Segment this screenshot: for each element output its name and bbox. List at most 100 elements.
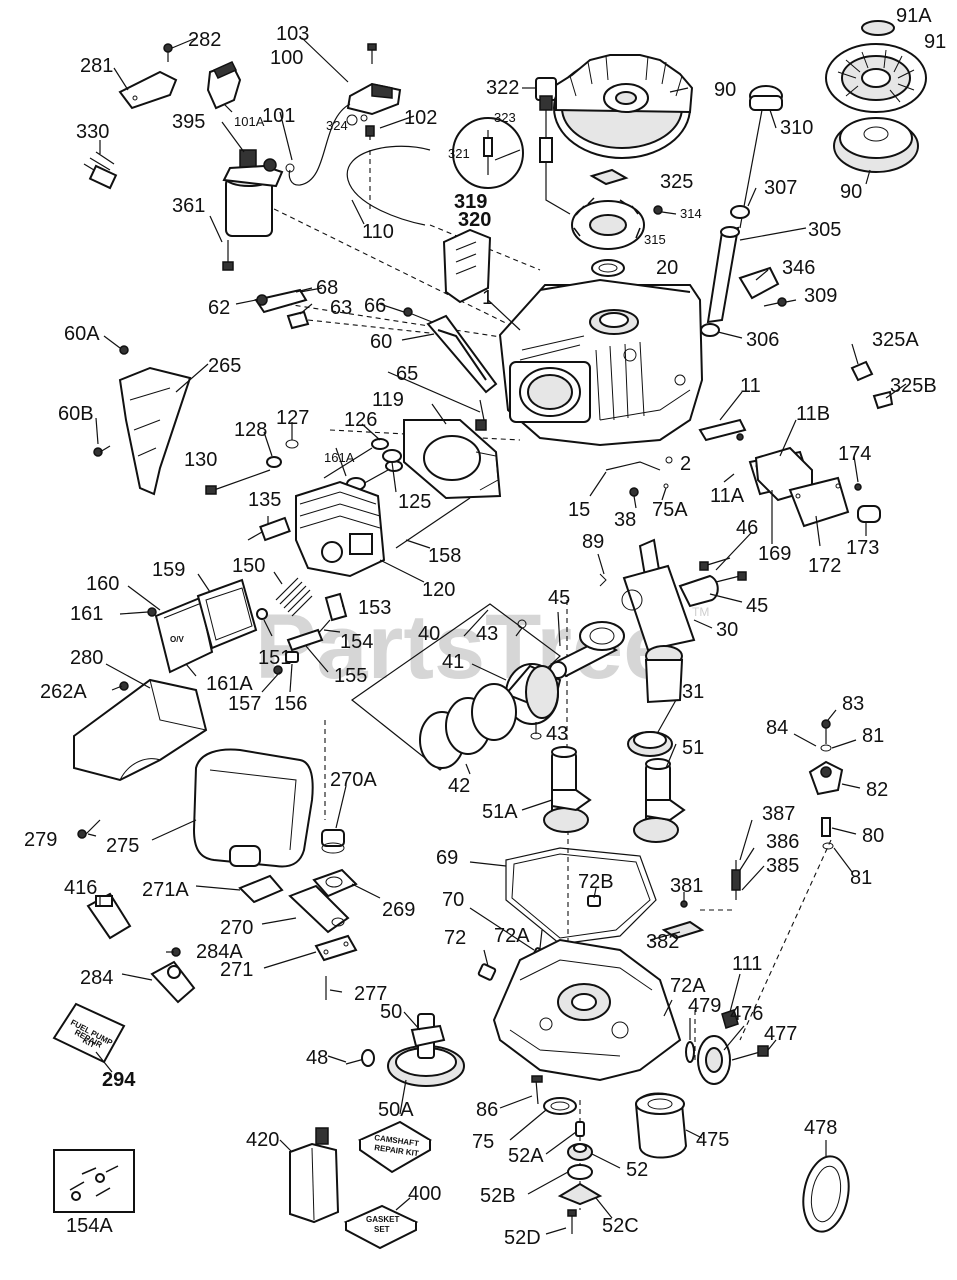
wire-connector-330 (83, 151, 118, 190)
label-477: 477 (764, 1023, 797, 1045)
label-43-bottom: 43 (546, 723, 568, 745)
label-84: 84 (766, 717, 788, 739)
dipstick-310 (739, 85, 783, 229)
label-330: 330 (76, 121, 109, 143)
sensor-416 (86, 892, 132, 940)
label-127: 127 (276, 407, 309, 429)
connector-322 (535, 77, 571, 215)
fuel-pump-kit-294: FUEL PUMP REPAIR KIT (52, 1002, 126, 1064)
label-315: 315 (644, 232, 666, 247)
gasket-270A (321, 829, 345, 854)
pin-75A (663, 483, 669, 489)
label-284: 284 (80, 967, 113, 989)
label-2: 2 (680, 453, 691, 475)
label-346: 346 (782, 257, 815, 279)
label-361: 361 (172, 195, 205, 217)
label-41: 41 (442, 651, 464, 673)
label-306: 306 (746, 329, 779, 351)
label-320: 320 (458, 209, 491, 231)
label-40: 40 (418, 623, 440, 645)
plug-173 (857, 505, 881, 523)
label-101A: 101A (234, 114, 265, 129)
balance-shaft-51A (543, 746, 592, 833)
screw-174 (854, 483, 862, 491)
connecting-rod-45 (549, 621, 625, 679)
label-52A: 52A (508, 1145, 544, 1167)
flange-271 (314, 934, 358, 962)
gasket-11 (698, 418, 747, 442)
label-322: 322 (486, 77, 519, 99)
label-416: 416 (64, 877, 97, 899)
label-382: 382 (646, 931, 679, 953)
crankshaft-30 (621, 538, 696, 704)
spring-150 (275, 577, 313, 617)
label-323: 323 (494, 110, 516, 125)
head-gasket-119 (403, 419, 502, 500)
bolt-130 (205, 469, 271, 495)
label-75: 75 (472, 1131, 494, 1153)
label-100: 100 (270, 47, 303, 69)
label-270: 270 (220, 917, 253, 939)
bolt-65 (475, 399, 487, 431)
label-271: 271 (220, 959, 253, 981)
rocker-153 (324, 592, 348, 622)
screw-309 (763, 297, 787, 307)
label-307: 307 (764, 177, 797, 199)
o-ring-306 (700, 323, 720, 337)
label-15: 15 (568, 499, 590, 521)
label-81-top: 81 (862, 725, 884, 747)
label-102: 102 (404, 107, 437, 129)
label-325B: 325B (890, 375, 937, 397)
label-386: 386 (766, 831, 799, 853)
pipe-270 (288, 884, 350, 934)
label-277: 277 (354, 983, 387, 1005)
label-395: 395 (172, 111, 205, 133)
label-158: 158 (428, 545, 461, 567)
label-91: 91 (924, 31, 946, 53)
screw-161 (147, 607, 157, 617)
label-381: 381 (670, 875, 703, 897)
label-80: 80 (862, 825, 884, 847)
gasket-set-text-2: SET (374, 1225, 390, 1234)
label-161: 161 (70, 603, 103, 625)
pushrod-158 (395, 497, 471, 549)
label-86: 86 (476, 1099, 498, 1121)
plate-320 (442, 228, 492, 304)
washer-81b (822, 842, 834, 850)
label-420: 420 (246, 1129, 279, 1151)
plug-72 (477, 963, 497, 981)
starter-motor-395 (222, 149, 284, 237)
bolt-477 (731, 1045, 769, 1061)
label-72: 72 (444, 927, 466, 949)
ignition-module-100 (285, 82, 402, 186)
air-guide-265 (118, 366, 192, 496)
gasket-set-text-1: GASKET (366, 1215, 399, 1224)
label-400: 400 (408, 1183, 441, 1205)
label-81-bottom: 81 (850, 867, 872, 889)
label-161A-valve: 161A (324, 450, 355, 465)
label-11: 11 (740, 375, 761, 397)
label-60: 60 (370, 331, 392, 353)
label-150: 150 (232, 555, 265, 577)
label-262A: 262A (40, 681, 87, 703)
oil-bottle-420 (289, 1127, 340, 1224)
bracket-62 (254, 287, 323, 314)
bolts-46 (699, 557, 747, 583)
stator-315 (571, 197, 645, 250)
bracket-346 (738, 266, 780, 300)
fan-91 (825, 43, 927, 113)
oring-479 (685, 1041, 695, 1063)
label-321: 321 (448, 146, 470, 161)
label-475: 475 (696, 1129, 729, 1151)
label-38: 38 (614, 509, 636, 531)
label-120: 120 (422, 579, 455, 601)
valve-cover-160: O/V (154, 596, 214, 674)
label-126: 126 (344, 409, 377, 431)
flywheel-90 (553, 54, 694, 159)
label-156: 156 (274, 693, 307, 715)
label-157: 157 (228, 693, 261, 715)
label-65: 65 (396, 363, 418, 385)
label-387: 387 (762, 803, 795, 825)
piston-rings-42 (419, 683, 517, 769)
wire-110 (346, 125, 431, 226)
